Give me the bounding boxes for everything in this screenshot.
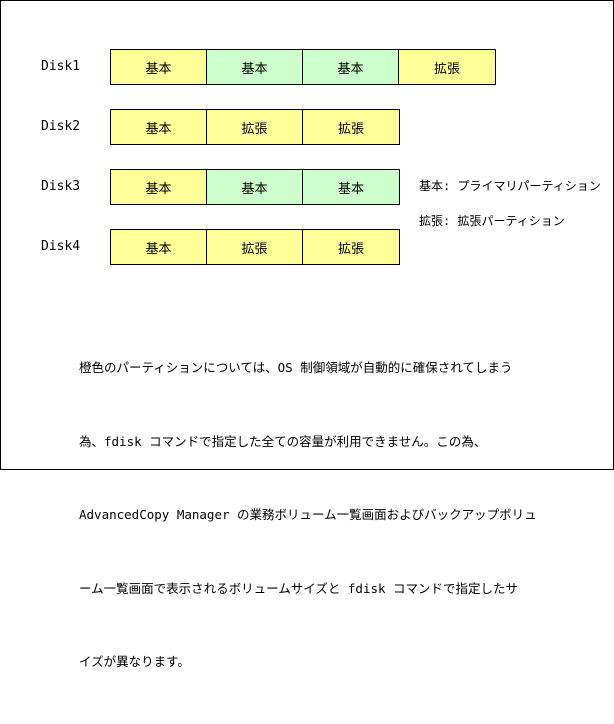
partition: 基本: [111, 230, 207, 264]
partition: 拡張: [207, 230, 303, 264]
disk4-bar: 基本 拡張 拡張: [110, 229, 400, 265]
note-line: 為、fdisk コマンドで指定した全ての容量が利用できません。この為、: [79, 433, 487, 449]
partition: 基本: [207, 170, 303, 204]
note-line: ーム一覧画面で表示されるボリュームサイズと fdisk コマンドで指定したサ: [79, 580, 519, 596]
partition: 基本: [111, 50, 207, 84]
partition: 基本: [111, 110, 207, 144]
note-line: AdvancedCopy Manager の業務ボリューム一覧画面およびバックア…: [79, 507, 537, 522]
partition: 拡張: [399, 50, 495, 84]
disk1-bar: 基本 基本 基本 拡張: [110, 49, 496, 85]
partition: 基本: [207, 50, 303, 84]
disk3-bar: 基本 基本 基本: [110, 169, 400, 205]
legend-extended: 拡張: 拡張パーティション: [419, 214, 565, 228]
disk3-label: Disk3: [41, 179, 81, 194]
partition: 拡張: [207, 110, 303, 144]
note-line: イズが異なります。: [79, 654, 190, 669]
note-line: 橙色のパーティションについては、OS 制御領域が自動的に確保されてしまう: [79, 360, 513, 375]
partition: 基本: [111, 170, 207, 204]
diagram-frame: Disk1 基本 基本 基本 拡張 Disk2 基本 拡張 拡張 Disk3 基…: [0, 0, 614, 669]
disk2-label: Disk2: [41, 119, 81, 134]
partition: 拡張: [303, 110, 399, 144]
legend-basic: 基本: プライマリパーティション: [419, 179, 601, 193]
partition: 基本: [303, 170, 399, 204]
disk1-label: Disk1: [41, 59, 81, 74]
partition: 基本: [303, 50, 399, 84]
disk4-label: Disk4: [41, 239, 81, 254]
partition: 拡張: [303, 230, 399, 264]
explanatory-note: 橙色のパーティションについては、OS 制御領域が自動的に確保されてしまう 為、f…: [79, 307, 589, 724]
disk2-bar: 基本 拡張 拡張: [110, 109, 400, 145]
